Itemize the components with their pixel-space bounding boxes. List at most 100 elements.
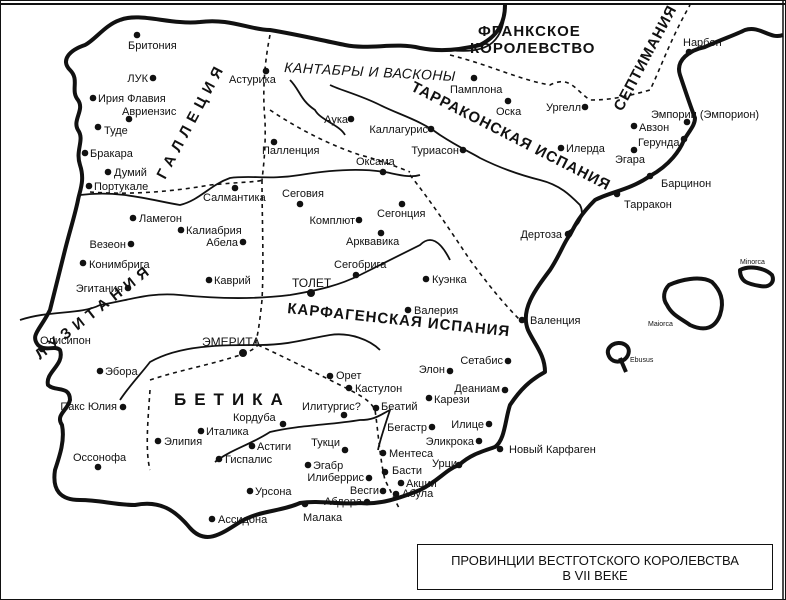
city-label: Эгитания (76, 283, 123, 295)
city-label: Абела (206, 237, 239, 249)
city-label: Оксама (356, 156, 396, 168)
dashed-border-cantabri-west (261, 34, 271, 181)
city-marker (149, 74, 157, 82)
city-label: Салмантика (203, 192, 267, 204)
dashed-border-baetica-west (146, 389, 151, 471)
city-label: Эликрока (426, 436, 475, 448)
city-marker (246, 487, 254, 495)
map-title-line2: В VII ВЕКЕ (562, 568, 628, 583)
city: Олисипон (38, 335, 91, 353)
city: Куэнка (422, 274, 468, 286)
city-label: Орет (336, 370, 361, 382)
city-marker (427, 125, 435, 133)
city: Герунда (638, 135, 688, 149)
city-marker (79, 259, 87, 267)
city: Палленция (262, 138, 319, 157)
region-cantabri: КАНТАБРЫ И ВАСКОНЫ (284, 59, 457, 84)
city-label: Илитургис? (302, 401, 361, 413)
city: Урсона (246, 486, 292, 498)
city-label: Сетабис (460, 355, 503, 367)
city-marker (613, 190, 621, 198)
city-marker (304, 461, 312, 469)
city-marker (363, 498, 371, 506)
city-label: Бритония (128, 40, 177, 52)
city-marker (352, 271, 360, 279)
city: Астиги (248, 441, 291, 453)
city: Аука (324, 114, 355, 126)
city-label: Каллагурис (369, 124, 428, 136)
region-septimania: СЕПТИМАНИЯ (611, 2, 681, 114)
pyrenees-border (449, 4, 506, 52)
city-label: Олисипон (40, 335, 91, 347)
region-frankish-line2: КОРОЛЕВСТВО (470, 40, 595, 57)
city: Пакс Юлия (60, 401, 127, 413)
city-label: Карези (434, 394, 470, 406)
city-label: Илиберрис (307, 472, 364, 484)
dashed-border-galicia (89, 179, 263, 194)
region-tarraconensis: ТАРРАКОНСКАЯ ИСПАНИЯ (408, 78, 613, 194)
city: Орет (326, 370, 361, 382)
city-label: Арквавика (346, 236, 400, 248)
city-marker (422, 275, 430, 283)
city-label: Авриензис (122, 106, 177, 118)
city-marker (501, 386, 509, 394)
city-marker (392, 490, 400, 498)
city-marker (504, 357, 512, 365)
city: Ургелл (546, 102, 589, 114)
border-tarraconensis (329, 84, 583, 233)
city-label: Сеговия (282, 188, 324, 200)
city: Салмантика (203, 184, 267, 204)
city-label: Италика (206, 426, 250, 438)
city-marker (630, 146, 638, 154)
city: Эгабр (304, 460, 343, 472)
city: Эбора (96, 366, 138, 378)
city: Дертоза (520, 229, 572, 241)
city: Каллагурис (369, 124, 435, 136)
island-majorca (662, 276, 724, 331)
city-label: Малака (303, 512, 343, 524)
city-marker (231, 184, 239, 192)
dashed-border-palleencia (269, 109, 411, 173)
city-marker (154, 437, 162, 445)
city-marker (379, 449, 387, 457)
city-label: Ламегон (139, 213, 182, 225)
city-label: Эгабр (313, 460, 343, 472)
city: Нарбон (683, 37, 722, 56)
border-lusitania-carthaginensis (19, 239, 451, 321)
city: Урци (432, 458, 463, 470)
city-label: Дертоза (520, 229, 562, 241)
city-marker (177, 226, 185, 234)
city: Новый Карфаген (496, 444, 596, 456)
city-label: Абула (402, 488, 434, 500)
city-label: Нарбон (683, 37, 722, 49)
city-label: Эгара (615, 154, 646, 166)
city-marker (470, 74, 478, 82)
city: Кастулон (345, 383, 402, 395)
city-marker (197, 427, 205, 435)
island-majorca-label: Maiorca (648, 321, 673, 328)
city-marker (94, 463, 102, 471)
city: Илитургис? (302, 401, 361, 419)
city-label: Думий (114, 167, 147, 179)
city-label: Каврий (214, 275, 251, 287)
city: Валенция (518, 315, 581, 327)
city: Кордуба (233, 412, 287, 428)
city: Бракара (81, 148, 134, 160)
city: Ламегон (129, 213, 182, 225)
city-marker (428, 423, 436, 431)
region-gallaecia: ГАЛЛЕЦИЯ (154, 59, 230, 182)
city-marker (248, 442, 256, 450)
city-marker (485, 420, 493, 428)
island-ebusus-label: Ebusus (630, 357, 654, 364)
city-marker (96, 367, 104, 375)
city: Везеон (90, 239, 135, 251)
city: Валерия (404, 305, 458, 317)
city: Абдера (324, 496, 371, 508)
dashed-border-central (254, 179, 264, 346)
city: Оксама (356, 156, 396, 176)
city-marker (581, 103, 589, 111)
city: Сегонция (377, 200, 425, 220)
